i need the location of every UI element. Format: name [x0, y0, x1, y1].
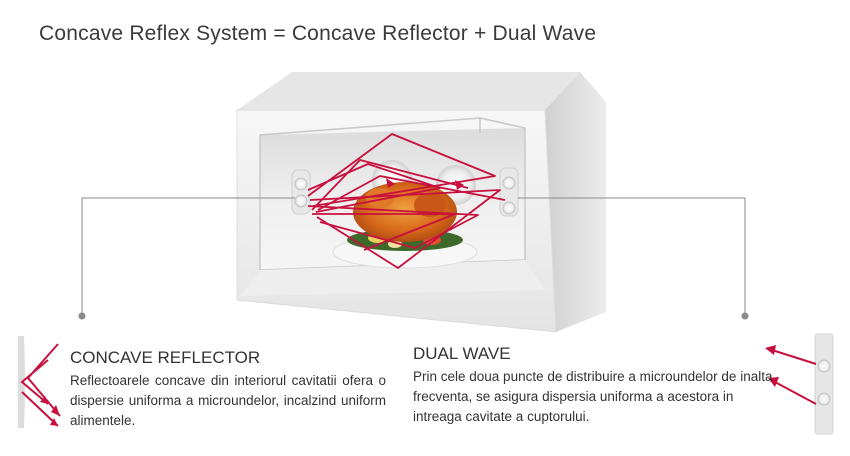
wave-path	[312, 213, 456, 251]
wave-path	[307, 205, 479, 249]
dual-wave-icon	[765, 333, 834, 435]
wave-path	[309, 189, 501, 269]
concave-reflector-icon	[18, 336, 61, 428]
callout-lines	[78, 197, 749, 320]
microwave-paths	[307, 133, 506, 269]
cavity-right-face	[545, 72, 606, 332]
cavity-floor	[240, 260, 545, 296]
wave-path	[311, 159, 469, 211]
wave-path	[317, 175, 506, 211]
wave-path	[307, 133, 496, 207]
callout-right	[518, 197, 746, 314]
wave-path	[307, 163, 441, 213]
concave-reflector-heading: CONCAVE REFLECTOR	[70, 348, 261, 367]
cavity-top-face	[237, 72, 580, 110]
dual-wave-ports	[291, 167, 519, 217]
page-title: Concave Reflex System = Concave Reflecto…	[39, 22, 597, 45]
callout-left	[81, 197, 295, 314]
dual-wave-description: Prin cele doua puncte de distribuire a m…	[413, 369, 773, 424]
concave-reflector-description: Reflectoarele concave din interiorul cav…	[70, 373, 386, 428]
dual-wave-heading: DUAL WAVE	[413, 344, 511, 363]
